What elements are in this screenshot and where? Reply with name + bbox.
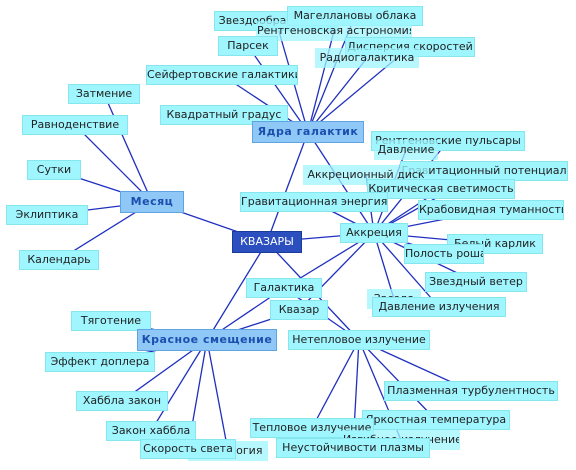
node-grav-energy[interactable]: Гравитационная энергия: [240, 192, 388, 212]
edge-nuclei-radio_galaxy: [307, 57, 368, 133]
hub-galactic-nuclei[interactable]: Ядра галактик: [252, 121, 364, 143]
hub-month[interactable]: Месяц: [120, 191, 184, 213]
node-seyfert-galaxies[interactable]: Сейфертовские галактики: [146, 65, 298, 85]
edge-accretion-star: [373, 232, 395, 300]
node-radio-galaxy[interactable]: Радиогалактика: [315, 48, 419, 68]
node-doppler-effect[interactable]: Эффект доплера: [45, 352, 155, 372]
edge-nuclei-parsec: [247, 45, 309, 133]
edge-nonthermal_radiation-brightness_temp: [358, 339, 437, 421]
node-ecliptic[interactable]: Эклиптика: [6, 205, 88, 225]
node-square-degree[interactable]: Квадратный градус: [160, 105, 288, 125]
node-equinox[interactable]: Равноденствие: [22, 115, 128, 135]
node-calendar[interactable]: Календарь: [19, 250, 99, 270]
edge-redshift-hubble_law2: [150, 339, 208, 432]
node-speed-of-light[interactable]: Скорость света: [140, 439, 236, 459]
node-stellar-wind[interactable]: Звездный ветер: [425, 272, 527, 292]
node-quasar[interactable]: Квазар: [270, 300, 328, 320]
node-radiation-pressure[interactable]: Давление излучения: [372, 297, 506, 317]
node-eclipse[interactable]: Затмение: [68, 84, 140, 104]
node-parsec[interactable]: Парсек: [218, 36, 278, 56]
node-brightness-temperature[interactable]: Яркостная температура: [362, 410, 510, 430]
node-plasma-turbulence[interactable]: Плазменная турбулентность: [384, 381, 558, 401]
node-critical-luminosity[interactable]: Критическая светимость: [367, 179, 515, 199]
edge-month-eclipse: [103, 93, 153, 203]
node-roche-lobe[interactable]: Полость роша: [404, 244, 484, 264]
edge-root-redshift: [206, 241, 268, 341]
node-gravitation[interactable]: Тяготение: [71, 311, 151, 331]
edge-month-equinox: [74, 124, 153, 203]
hub-accretion[interactable]: Аккреция: [340, 223, 408, 243]
edge-redshift-cosmology: [206, 339, 229, 452]
edge-nuclei-xray_astronomy: [307, 30, 335, 133]
edge-nonthermal_radiation-thermal_radiation: [311, 339, 360, 429]
root-quasars[interactable]: КВАЗАРЫ: [232, 231, 302, 253]
hub-redshift[interactable]: Красное смещение: [137, 329, 277, 351]
node-pressure[interactable]: Давление: [374, 140, 438, 160]
node-plasma-instability[interactable]: Неустойчивости плазмы: [276, 438, 430, 458]
edge-accretion-radiation_pressure: [373, 232, 440, 308]
node-crab-nebula[interactable]: Крабовидная туманность: [418, 200, 564, 220]
node-galaxy[interactable]: Галактика: [246, 278, 322, 298]
edge-root-nuclei: [266, 131, 309, 243]
node-nonthermal-radiation[interactable]: Нетепловое излучение: [288, 330, 430, 350]
node-xray-astronomy[interactable]: Рентгеновская астрономия: [256, 21, 412, 41]
node-day[interactable]: Сутки: [27, 160, 81, 180]
node-hubble-law[interactable]: Хаббла закон: [76, 391, 168, 411]
node-hubble-law-alt[interactable]: Закон хаббла: [106, 421, 196, 441]
node-grav-potential[interactable]: Гравитационный потенциал: [400, 161, 568, 181]
